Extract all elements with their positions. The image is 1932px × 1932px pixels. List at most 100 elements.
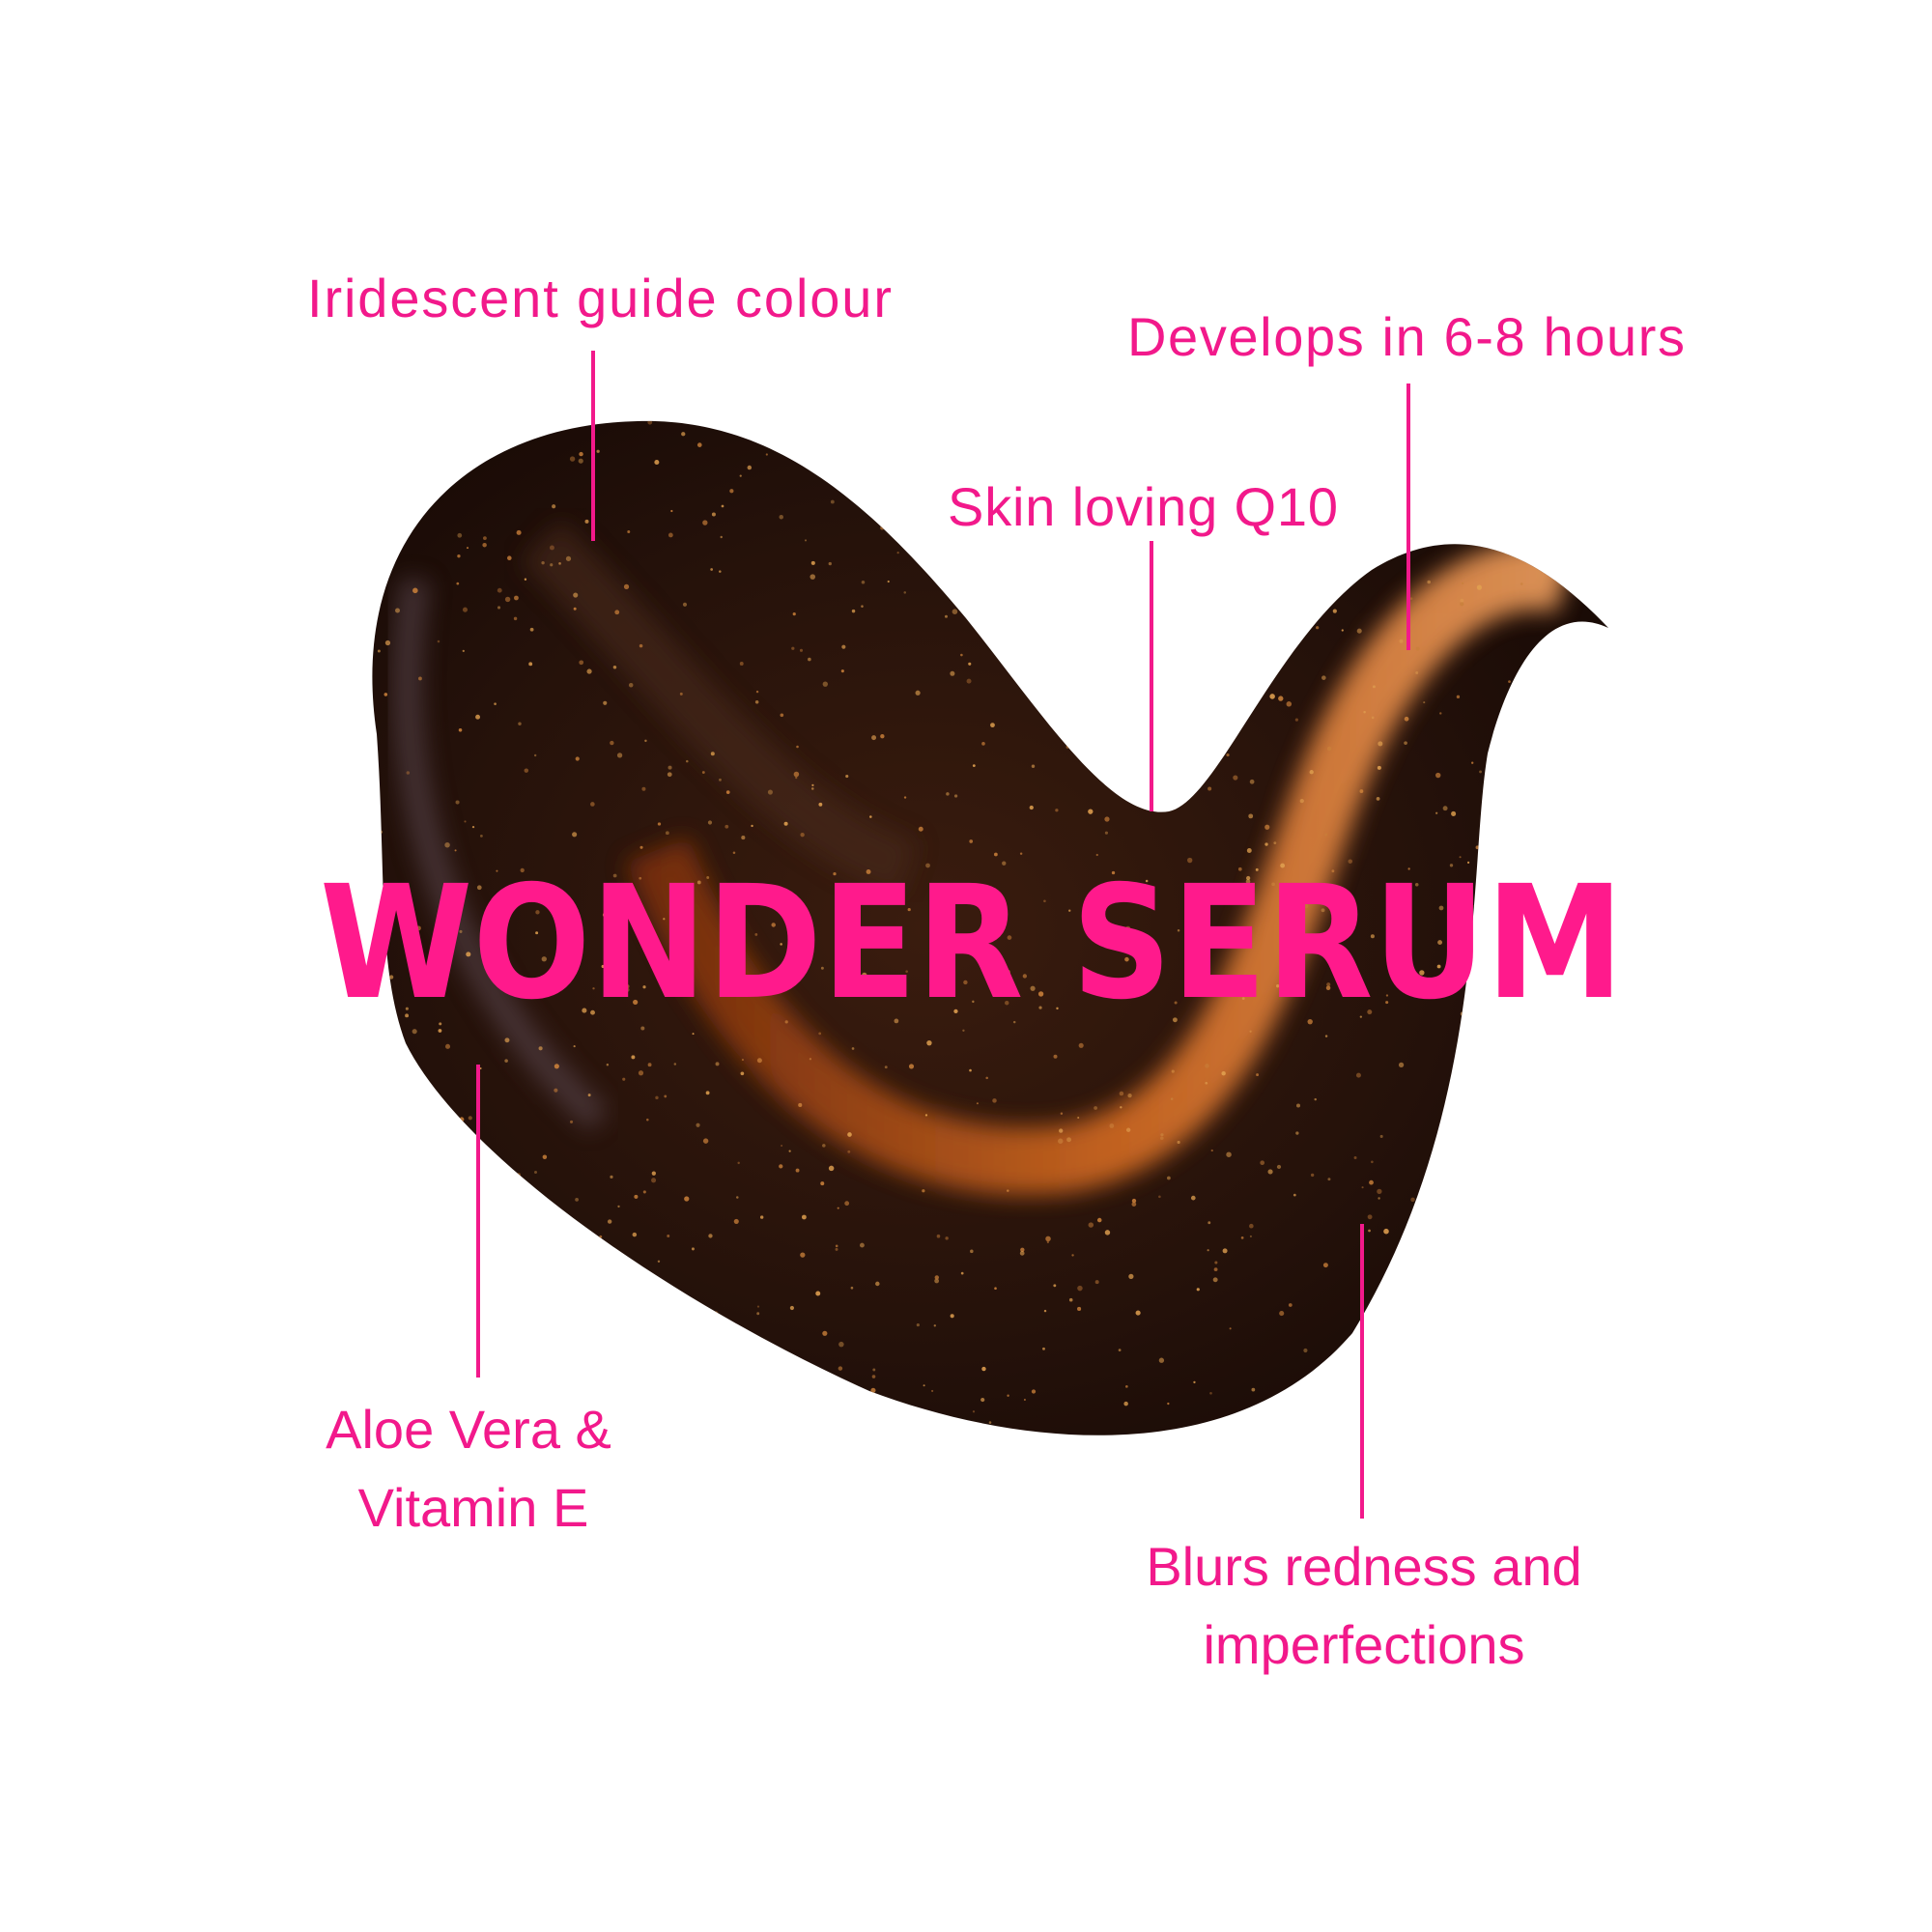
glitter-speck bbox=[459, 929, 463, 933]
glitter-speck bbox=[1595, 593, 1600, 598]
glitter-speck bbox=[1088, 809, 1094, 814]
glitter-speck bbox=[1125, 1127, 1131, 1132]
glitter-speck bbox=[1427, 580, 1431, 584]
glitter-speck bbox=[1264, 588, 1271, 594]
glitter-speck bbox=[368, 679, 371, 682]
glitter-speck bbox=[1053, 429, 1057, 434]
glitter-speck bbox=[1442, 1262, 1446, 1264]
glitter-speck bbox=[788, 1150, 791, 1152]
glitter-speck bbox=[415, 925, 421, 931]
glitter-speck bbox=[1171, 1069, 1175, 1073]
glitter-speck bbox=[1571, 1385, 1577, 1392]
glitter-speck bbox=[1410, 1197, 1415, 1203]
glitter-speck bbox=[1214, 1261, 1218, 1264]
glitter-speck bbox=[985, 1076, 988, 1080]
glitter-speck bbox=[1533, 439, 1539, 444]
glitter-speck bbox=[587, 1094, 591, 1097]
glitter-speck bbox=[1256, 1073, 1259, 1077]
glitter-speck bbox=[1249, 1235, 1252, 1237]
glitter-speck bbox=[1378, 741, 1383, 747]
glitter-speck bbox=[741, 836, 746, 840]
glitter-speck bbox=[850, 1286, 854, 1290]
glitter-speck bbox=[1196, 666, 1199, 669]
glitter-speck bbox=[1035, 460, 1039, 464]
glitter-speck bbox=[1579, 558, 1584, 563]
glitter-speck bbox=[1196, 1288, 1200, 1292]
glitter-speck bbox=[880, 526, 885, 530]
glitter-speck bbox=[1371, 1160, 1374, 1164]
glitter-speck bbox=[1372, 685, 1376, 689]
glitter-speck bbox=[1601, 686, 1604, 689]
glitter-speck bbox=[418, 1111, 421, 1115]
glitter-speck bbox=[1069, 645, 1074, 649]
glitter-speck bbox=[612, 665, 617, 669]
glitter-speck bbox=[701, 771, 705, 774]
glitter-speck bbox=[641, 786, 646, 791]
glitter-speck bbox=[1264, 842, 1268, 846]
glitter-speck bbox=[351, 472, 355, 476]
glitter-speck bbox=[504, 596, 511, 603]
glitter-speck bbox=[1111, 433, 1117, 438]
glitter-speck bbox=[808, 657, 811, 662]
glitter-speck bbox=[1135, 1310, 1141, 1316]
glitter-speck bbox=[498, 1175, 504, 1180]
glitter-speck bbox=[734, 1442, 737, 1445]
glitter-speck bbox=[584, 519, 589, 524]
glitter-speck bbox=[795, 776, 798, 780]
glitter-speck bbox=[578, 458, 583, 464]
glitter-speck bbox=[1208, 1221, 1211, 1225]
glitter-speck bbox=[1174, 1001, 1178, 1005]
glitter-speck bbox=[776, 1448, 781, 1453]
glitter-speck bbox=[1077, 1116, 1080, 1120]
glitter-speck bbox=[739, 662, 744, 666]
glitter-speck bbox=[800, 1252, 806, 1258]
glitter-speck bbox=[1554, 1424, 1558, 1428]
glitter-speck bbox=[1548, 498, 1552, 502]
glitter-speck bbox=[715, 1062, 720, 1066]
callout-aloe-line2: Vitamin E bbox=[358, 1477, 589, 1538]
glitter-speck bbox=[1476, 584, 1482, 590]
glitter-speck bbox=[379, 590, 384, 595]
glitter-speck bbox=[532, 1202, 536, 1205]
glitter-speck bbox=[606, 1064, 610, 1066]
glitter-speck bbox=[384, 435, 390, 441]
glitter-speck bbox=[1460, 598, 1464, 603]
glitter-speck bbox=[665, 831, 669, 836]
glitter-speck bbox=[1167, 1402, 1170, 1406]
glitter-speck bbox=[639, 876, 642, 880]
callout-aloe-line1: Aloe Vera & bbox=[326, 1399, 611, 1460]
glitter-speck bbox=[1199, 781, 1204, 785]
glitter-speck bbox=[1078, 647, 1082, 651]
glitter-speck bbox=[1469, 1215, 1473, 1219]
glitter-speck bbox=[1501, 806, 1508, 812]
glitter-speck bbox=[1321, 675, 1326, 680]
glitter-speck bbox=[1333, 1432, 1339, 1435]
glitter-speck bbox=[872, 1368, 876, 1372]
glitter-speck bbox=[1350, 1458, 1352, 1460]
glitter-speck bbox=[1508, 680, 1511, 683]
glitter-speck bbox=[651, 941, 658, 948]
glitter-speck bbox=[739, 474, 742, 477]
glitter-speck bbox=[1335, 561, 1339, 565]
glitter-speck bbox=[481, 1202, 487, 1208]
glitter-speck bbox=[625, 987, 630, 992]
glitter-speck bbox=[1385, 1001, 1389, 1005]
glitter-speck bbox=[951, 884, 953, 887]
glitter-speck bbox=[1002, 440, 1006, 445]
glitter-speck bbox=[1577, 1251, 1582, 1258]
glitter-speck bbox=[861, 580, 866, 584]
glitter-speck bbox=[684, 1196, 690, 1202]
glitter-speck bbox=[735, 1438, 738, 1441]
glitter-speck bbox=[705, 1091, 710, 1095]
glitter-speck bbox=[692, 1033, 695, 1036]
glitter-speck bbox=[1371, 716, 1375, 720]
glitter-speck bbox=[1436, 964, 1441, 969]
glitter-speck bbox=[862, 972, 867, 978]
glitter-speck bbox=[682, 602, 688, 607]
glitter-speck bbox=[1053, 1284, 1057, 1288]
glitter-speck bbox=[906, 483, 912, 489]
glitter-speck bbox=[1246, 875, 1251, 881]
glitter-speck bbox=[1379, 1134, 1383, 1138]
glitter-speck bbox=[1599, 490, 1604, 495]
glitter-speck bbox=[1233, 775, 1238, 781]
